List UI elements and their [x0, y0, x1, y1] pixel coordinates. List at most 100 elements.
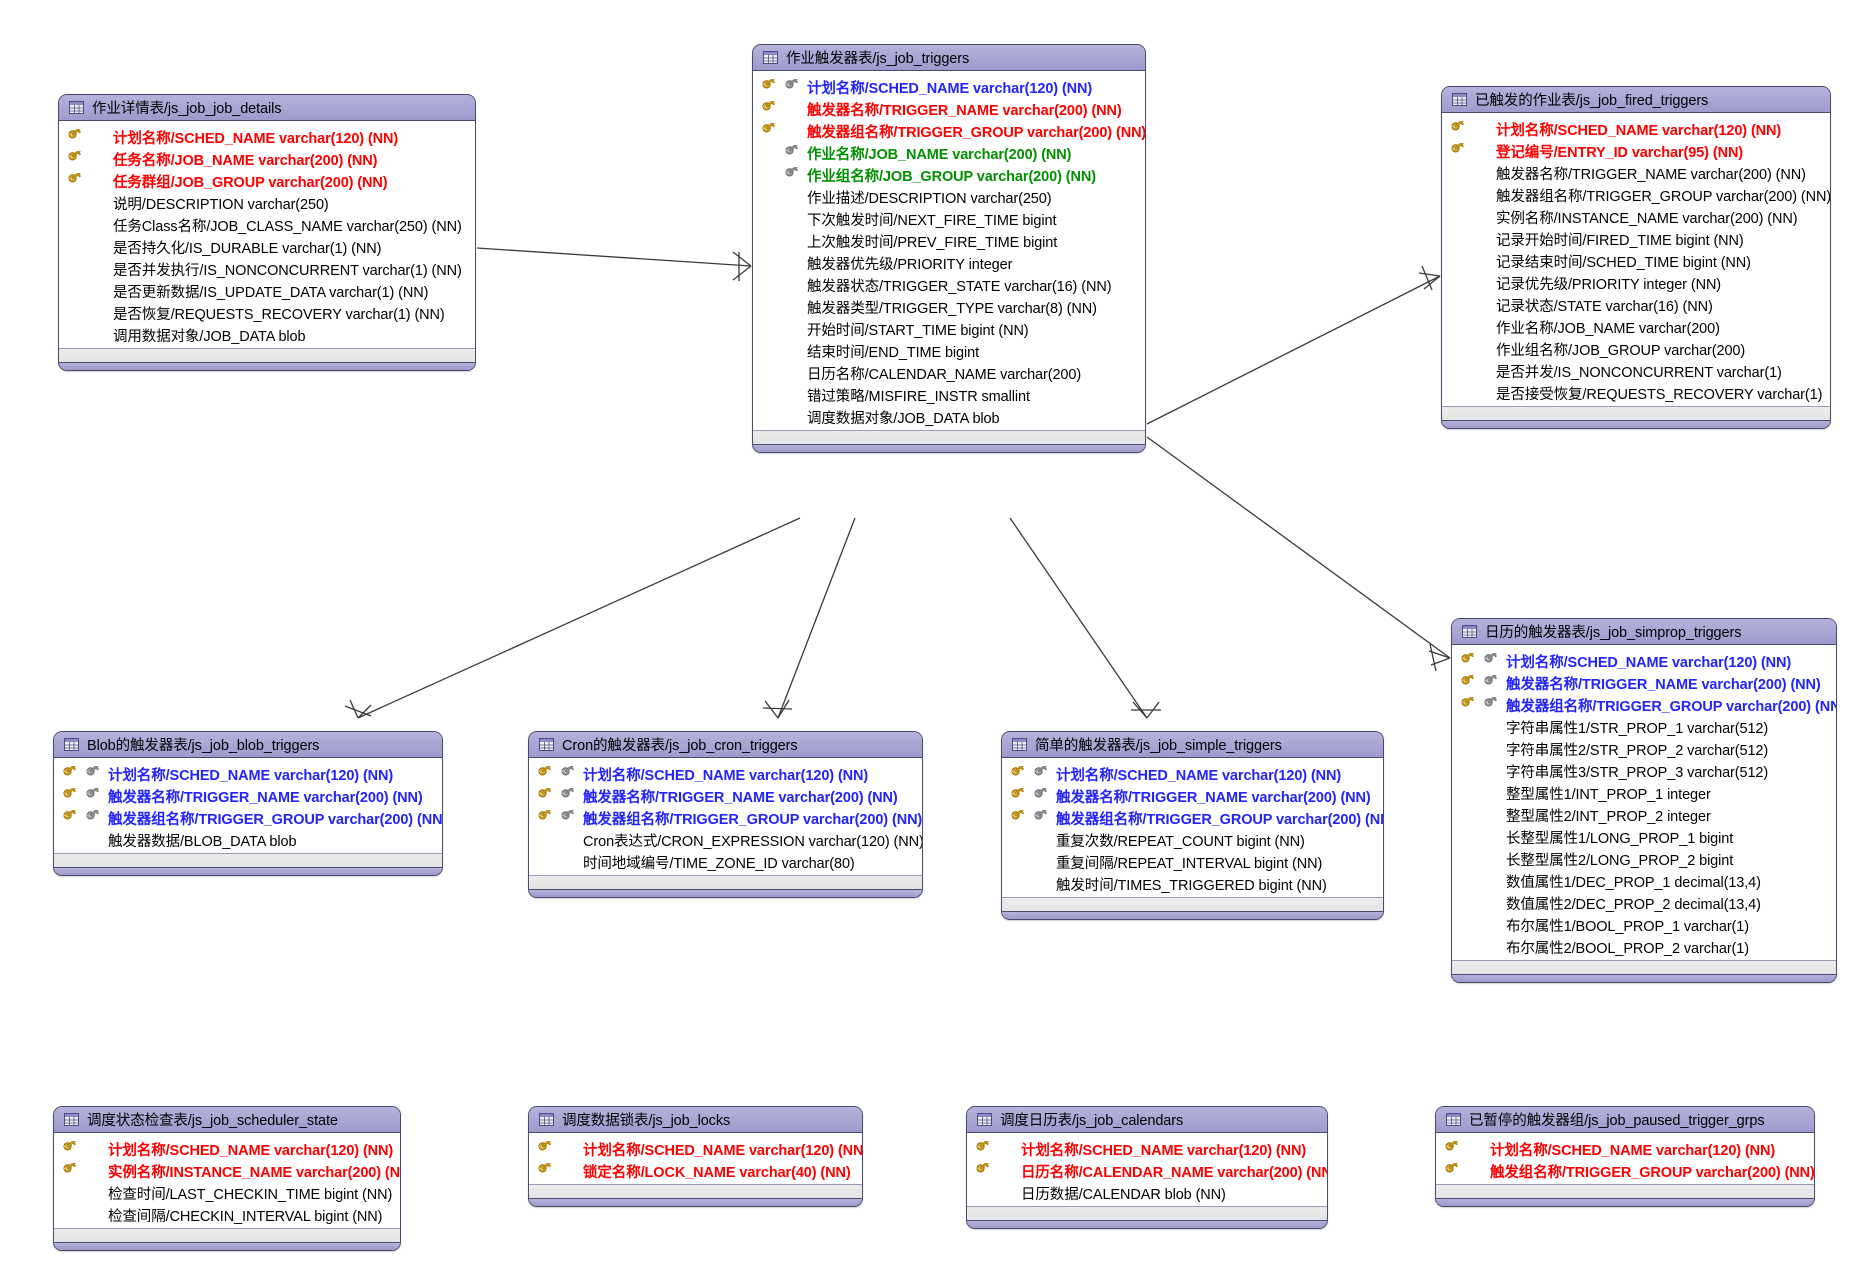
attribute-row[interactable]: 检查间隔/CHECKIN_INTERVAL bigint (NN) — [54, 1204, 400, 1226]
attribute-row[interactable]: 布尔属性1/BOOL_PROP_1 varchar(1) — [1452, 914, 1836, 936]
attribute-row[interactable]: 作业名称/JOB_NAME varchar(200) — [1442, 316, 1830, 338]
entity-locks[interactable]: 调度数据锁表/js_job_locks 计划名称/SCHED_NAME varch… — [528, 1106, 863, 1207]
entity-scheduler_state[interactable]: 调度状态检查表/js_job_scheduler_state 计划名称/SCHED… — [53, 1106, 401, 1251]
entity-header-job_details[interactable]: 作业详情表/js_job_job_details — [59, 95, 475, 121]
attribute-row[interactable]: 重复间隔/REPEAT_INTERVAL bigint (NN) — [1002, 851, 1383, 873]
entity-header-fired_triggers[interactable]: 已触发的作业表/js_job_fired_triggers — [1442, 87, 1830, 113]
attribute-row[interactable]: 触发器优先级/PRIORITY integer — [753, 252, 1145, 274]
entity-header-scheduler_state[interactable]: 调度状态检查表/js_job_scheduler_state — [54, 1107, 400, 1133]
entity-simple_triggers[interactable]: 简单的触发器表/js_job_simple_triggers 计划名称/SCHED… — [1001, 731, 1384, 920]
attribute-row[interactable]: 字符串属性1/STR_PROP_1 varchar(512) — [1452, 716, 1836, 738]
attribute-row[interactable]: 结束时间/END_TIME bigint — [753, 340, 1145, 362]
attribute-row[interactable]: 计划名称/SCHED_NAME varchar(120) (NN) — [54, 1138, 400, 1160]
attribute-row[interactable]: 记录优先级/PRIORITY integer (NN) — [1442, 272, 1830, 294]
entity-blob_triggers[interactable]: Blob的触发器表/js_job_blob_triggers 计划名称/SCHED… — [53, 731, 443, 876]
attribute-row[interactable]: 是否并发执行/IS_NONCONCURRENT varchar(1) (NN) — [59, 258, 475, 280]
entity-job_details[interactable]: 作业详情表/js_job_job_details 计划名称/SCHED_NAME … — [58, 94, 476, 371]
attribute-row[interactable]: 计划名称/SCHED_NAME varchar(120) (NN) — [1436, 1138, 1814, 1160]
attribute-row[interactable]: 触发器名称/TRIGGER_NAME varchar(200) (NN) — [54, 785, 442, 807]
attribute-row[interactable]: 记录结束时间/SCHED_TIME bigint (NN) — [1442, 250, 1830, 272]
attribute-row[interactable]: 计划名称/SCHED_NAME varchar(120) (NN) — [1002, 763, 1383, 785]
attribute-row[interactable]: 触发器组名称/TRIGGER_GROUP varchar(200) (NN) — [529, 807, 922, 829]
entity-header-locks[interactable]: 调度数据锁表/js_job_locks — [529, 1107, 862, 1133]
attribute-row[interactable]: 日历名称/CALENDAR_NAME varchar(200) (NN) — [967, 1160, 1327, 1182]
attribute-row[interactable]: 布尔属性2/BOOL_PROP_2 varchar(1) — [1452, 936, 1836, 958]
entity-triggers[interactable]: 作业触发器表/js_job_triggers 计划名称/SCHED_NAME va… — [752, 44, 1146, 453]
entity-header-paused_trigger_grps[interactable]: 已暂停的触发器组/js_job_paused_trigger_grps — [1436, 1107, 1814, 1133]
attribute-row[interactable]: 触发器组名称/TRIGGER_GROUP varchar(200) (NN) — [1442, 184, 1830, 206]
attribute-row[interactable]: 计划名称/SCHED_NAME varchar(120) (NN) — [753, 76, 1145, 98]
attribute-row[interactable]: 实例名称/INSTANCE_NAME varchar(200) (NN) — [1442, 206, 1830, 228]
attribute-row[interactable]: 是否接受恢复/REQUESTS_RECOVERY varchar(1) — [1442, 382, 1830, 404]
attribute-row[interactable]: 整型属性2/INT_PROP_2 integer — [1452, 804, 1836, 826]
attribute-row[interactable]: 任务名称/JOB_NAME varchar(200) (NN) — [59, 148, 475, 170]
attribute-row[interactable]: 触发器名称/TRIGGER_NAME varchar(200) (NN) — [1002, 785, 1383, 807]
entity-paused_trigger_grps[interactable]: 已暂停的触发器组/js_job_paused_trigger_grps 计划名称/… — [1435, 1106, 1815, 1207]
attribute-row[interactable]: 触发器组名称/TRIGGER_GROUP varchar(200) (NN) — [1002, 807, 1383, 829]
attribute-row[interactable]: 触发器状态/TRIGGER_STATE varchar(16) (NN) — [753, 274, 1145, 296]
attribute-row[interactable]: 触发时间/TIMES_TRIGGERED bigint (NN) — [1002, 873, 1383, 895]
attribute-row[interactable]: 计划名称/SCHED_NAME varchar(120) (NN) — [59, 126, 475, 148]
attribute-row[interactable]: 时间地域编号/TIME_ZONE_ID varchar(80) — [529, 851, 922, 873]
entity-header-simple_triggers[interactable]: 简单的触发器表/js_job_simple_triggers — [1002, 732, 1383, 758]
attribute-row[interactable]: 数值属性1/DEC_PROP_1 decimal(13,4) — [1452, 870, 1836, 892]
attribute-row[interactable]: 计划名称/SCHED_NAME varchar(120) (NN) — [529, 763, 922, 785]
entity-calendars[interactable]: 调度日历表/js_job_calendars 计划名称/SCHED_NAME va… — [966, 1106, 1328, 1229]
entity-cron_triggers[interactable]: Cron的触发器表/js_job_cron_triggers 计划名称/SCHED… — [528, 731, 923, 898]
entity-header-calendars[interactable]: 调度日历表/js_job_calendars — [967, 1107, 1327, 1133]
attribute-row[interactable]: Cron表达式/CRON_EXPRESSION varchar(120) (NN… — [529, 829, 922, 851]
attribute-row[interactable]: 调用数据对象/JOB_DATA blob — [59, 324, 475, 346]
attribute-row[interactable]: 长整型属性2/LONG_PROP_2 bigint — [1452, 848, 1836, 870]
entity-header-cron_triggers[interactable]: Cron的触发器表/js_job_cron_triggers — [529, 732, 922, 758]
attribute-row[interactable]: 开始时间/START_TIME bigint (NN) — [753, 318, 1145, 340]
attribute-row[interactable]: 计划名称/SCHED_NAME varchar(120) (NN) — [529, 1138, 862, 1160]
attribute-row[interactable]: 是否持久化/IS_DURABLE varchar(1) (NN) — [59, 236, 475, 258]
attribute-row[interactable]: 触发器名称/TRIGGER_NAME varchar(200) (NN) — [753, 98, 1145, 120]
attribute-row[interactable]: 登记编号/ENTRY_ID varchar(95) (NN) — [1442, 140, 1830, 162]
attribute-row[interactable]: 计划名称/SCHED_NAME varchar(120) (NN) — [1442, 118, 1830, 140]
entity-header-simprop_triggers[interactable]: 日历的触发器表/js_job_simprop_triggers — [1452, 619, 1836, 645]
attribute-row[interactable]: 触发器名称/TRIGGER_NAME varchar(200) (NN) — [1442, 162, 1830, 184]
attribute-row[interactable]: 日历名称/CALENDAR_NAME varchar(200) — [753, 362, 1145, 384]
attribute-row[interactable]: 是否恢复/REQUESTS_RECOVERY varchar(1) (NN) — [59, 302, 475, 324]
attribute-row[interactable]: 下次触发时间/NEXT_FIRE_TIME bigint — [753, 208, 1145, 230]
attribute-row[interactable]: 作业名称/JOB_NAME varchar(200) (NN) — [753, 142, 1145, 164]
attribute-row[interactable]: 任务群组/JOB_GROUP varchar(200) (NN) — [59, 170, 475, 192]
entity-header-triggers[interactable]: 作业触发器表/js_job_triggers — [753, 45, 1145, 71]
attribute-row[interactable]: 上次触发时间/PREV_FIRE_TIME bigint — [753, 230, 1145, 252]
attribute-row[interactable]: 触发器名称/TRIGGER_NAME varchar(200) (NN) — [529, 785, 922, 807]
attribute-row[interactable]: 触发器数据/BLOB_DATA blob — [54, 829, 442, 851]
attribute-row[interactable]: 触发器类型/TRIGGER_TYPE varchar(8) (NN) — [753, 296, 1145, 318]
attribute-row[interactable]: 检查时间/LAST_CHECKIN_TIME bigint (NN) — [54, 1182, 400, 1204]
attribute-row[interactable]: 错过策略/MISFIRE_INSTR smallint — [753, 384, 1145, 406]
attribute-row[interactable]: 是否更新数据/IS_UPDATE_DATA varchar(1) (NN) — [59, 280, 475, 302]
attribute-row[interactable]: 调度数据对象/JOB_DATA blob — [753, 406, 1145, 428]
attribute-row[interactable]: 触发器组名称/TRIGGER_GROUP varchar(200) (NN) — [1452, 694, 1836, 716]
attribute-row[interactable]: 字符串属性3/STR_PROP_3 varchar(512) — [1452, 760, 1836, 782]
attribute-row[interactable]: 重复次数/REPEAT_COUNT bigint (NN) — [1002, 829, 1383, 851]
attribute-row[interactable]: 长整型属性1/LONG_PROP_1 bigint — [1452, 826, 1836, 848]
attribute-row[interactable]: 是否并发/IS_NONCONCURRENT varchar(1) — [1442, 360, 1830, 382]
attribute-row[interactable]: 任务Class名称/JOB_CLASS_NAME varchar(250) (N… — [59, 214, 475, 236]
attribute-row[interactable]: 字符串属性2/STR_PROP_2 varchar(512) — [1452, 738, 1836, 760]
attribute-row[interactable]: 实例名称/INSTANCE_NAME varchar(200) (NN) — [54, 1160, 400, 1182]
attribute-row[interactable]: 作业组名称/JOB_GROUP varchar(200) (NN) — [753, 164, 1145, 186]
attribute-row[interactable]: 触发器名称/TRIGGER_NAME varchar(200) (NN) — [1452, 672, 1836, 694]
attribute-row[interactable]: 锁定名称/LOCK_NAME varchar(40) (NN) — [529, 1160, 862, 1182]
attribute-row[interactable]: 触发器组名称/TRIGGER_GROUP varchar(200) (NN) — [753, 120, 1145, 142]
attribute-row[interactable]: 说明/DESCRIPTION varchar(250) — [59, 192, 475, 214]
entity-header-blob_triggers[interactable]: Blob的触发器表/js_job_blob_triggers — [54, 732, 442, 758]
attribute-row[interactable]: 记录状态/STATE varchar(16) (NN) — [1442, 294, 1830, 316]
attribute-row[interactable]: 作业描述/DESCRIPTION varchar(250) — [753, 186, 1145, 208]
attribute-row[interactable]: 记录开始时间/FIRED_TIME bigint (NN) — [1442, 228, 1830, 250]
attribute-row[interactable]: 数值属性2/DEC_PROP_2 decimal(13,4) — [1452, 892, 1836, 914]
attribute-row[interactable]: 作业组名称/JOB_GROUP varchar(200) — [1442, 338, 1830, 360]
attribute-row[interactable]: 整型属性1/INT_PROP_1 integer — [1452, 782, 1836, 804]
entity-fired_triggers[interactable]: 已触发的作业表/js_job_fired_triggers 计划名称/SCHED_… — [1441, 86, 1831, 429]
attribute-row[interactable]: 触发器组名称/TRIGGER_GROUP varchar(200) (NN) — [54, 807, 442, 829]
attribute-row[interactable]: 计划名称/SCHED_NAME varchar(120) (NN) — [54, 763, 442, 785]
attribute-row[interactable]: 计划名称/SCHED_NAME varchar(120) (NN) — [967, 1138, 1327, 1160]
attribute-row[interactable]: 日历数据/CALENDAR blob (NN) — [967, 1182, 1327, 1204]
attribute-row[interactable]: 触发组名称/TRIGGER_GROUP varchar(200) (NN) — [1436, 1160, 1814, 1182]
